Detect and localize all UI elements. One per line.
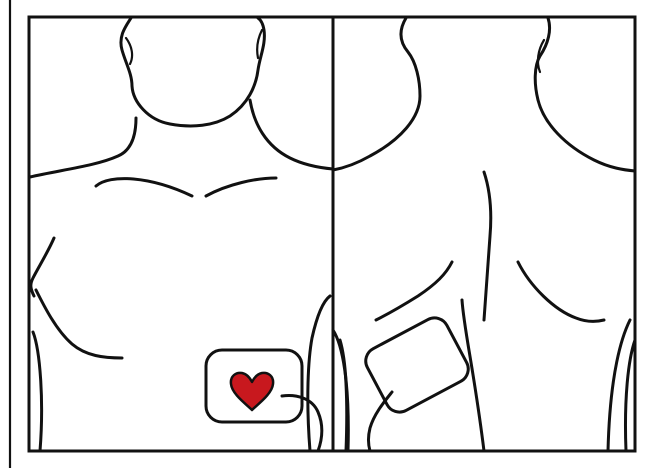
- electrode-placement-diagram: [0, 0, 654, 468]
